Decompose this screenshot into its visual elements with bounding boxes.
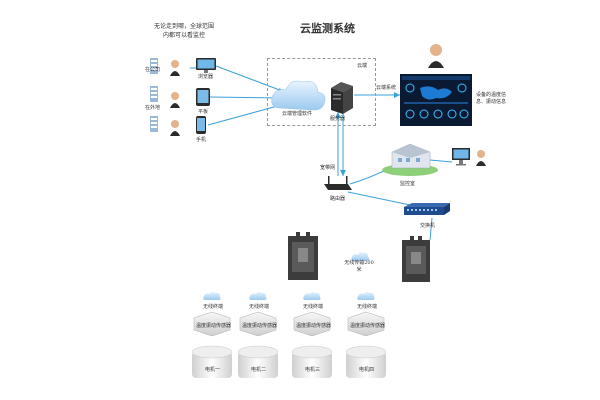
cloud-system-label: 云端系统: [376, 85, 397, 91]
motor-cylinder: [238, 352, 278, 378]
sensor-box: [239, 311, 277, 337]
router-icon: [324, 176, 352, 190]
wireless-terminal-label: 无线终端: [357, 304, 378, 310]
link-browser-cloud: [215, 65, 286, 93]
person-icon: [170, 60, 180, 76]
sensor-label: 温度振动传感器: [350, 323, 386, 329]
wireless-terminal-label: 无线终端: [303, 304, 324, 310]
network-switch-icon: [404, 203, 450, 215]
motor-top: [291, 345, 333, 359]
server-icon: [331, 82, 353, 114]
wireless-unit-icon: [288, 232, 318, 280]
motor-top: [191, 345, 233, 359]
link-switch-unit: [429, 217, 433, 241]
building-icon: [150, 86, 158, 102]
link-router-switch: [347, 191, 411, 206]
sensor-label: 温度振动传感器: [196, 323, 232, 329]
wireless-terminal-label: 无线终端: [203, 304, 224, 310]
sensor-box: [347, 311, 385, 337]
motor-label: 电机二: [251, 367, 267, 373]
motor-cylinder: [292, 352, 332, 378]
sensor-columns: [191, 291, 387, 378]
switch-label: 交换机: [420, 223, 436, 229]
tablet-icon: [196, 88, 210, 106]
cloud-icon: [351, 251, 370, 261]
monitor-room-label: 监控室: [400, 181, 416, 187]
phone-icon: [196, 116, 206, 134]
desktop-pc-icon: [452, 148, 470, 166]
sensor-label: 温度振动传感器: [242, 323, 278, 329]
dashboard-note: 设备的温度信息、振动信息: [476, 92, 507, 105]
motor-top: [345, 345, 387, 359]
building-icon: [150, 58, 158, 74]
diagram-title: 云监测系统: [300, 22, 355, 35]
browser-monitor-icon: [196, 58, 216, 73]
router-label: 路由器: [330, 196, 346, 202]
cloud-icon: [203, 291, 221, 300]
person-icon: [476, 150, 486, 166]
cloud-icon: [357, 291, 375, 300]
person-icon: [428, 44, 444, 68]
tablet-label: 平板: [198, 109, 209, 115]
wireless-terminal-label: 无线终端: [249, 304, 270, 310]
link-monitor-pc: [429, 159, 453, 163]
browser-label: 浏览器: [198, 74, 214, 80]
monitor-room-building-icon: [382, 143, 438, 176]
people-group: [150, 58, 180, 136]
cloud-icon: [303, 291, 321, 300]
sensor-box: [293, 311, 331, 337]
cloud-tag: 云端: [357, 63, 368, 69]
broadband-label: 宽带网: [320, 165, 336, 171]
cloud-software-label: 云端管理软件: [282, 111, 313, 117]
motor-cylinder: [192, 352, 232, 378]
phone-label: 手机: [196, 137, 207, 143]
sensor-box: [193, 311, 231, 337]
sensor-label: 温度振动传感器: [296, 323, 332, 329]
person-icon: [170, 120, 180, 136]
dashboard-screen: [400, 74, 472, 126]
wireless-label: 无线传输200米: [344, 260, 374, 273]
cloud-icon: [249, 291, 267, 300]
person-label-office: 在公司: [145, 67, 161, 73]
motor-label: 电机四: [359, 367, 375, 373]
cloud-boundary: [267, 58, 376, 126]
person-icon: [170, 92, 180, 108]
motor-label: 电机三: [305, 367, 321, 373]
wireless-unit-icon: [402, 236, 430, 282]
motor-label: 电机一: [205, 367, 221, 373]
cloud-icon: [271, 80, 326, 111]
monitoring-note: 无论走到哪，全球范围内都可以看监控: [154, 23, 215, 39]
building-icon: [150, 116, 158, 132]
motor-cylinder: [346, 352, 386, 378]
person-label-field: 在外地: [145, 105, 161, 111]
link-phone-cloud: [207, 103, 286, 126]
motor-top: [237, 345, 279, 359]
server-label: 服务器: [330, 116, 346, 122]
connection-lines: [190, 65, 453, 241]
